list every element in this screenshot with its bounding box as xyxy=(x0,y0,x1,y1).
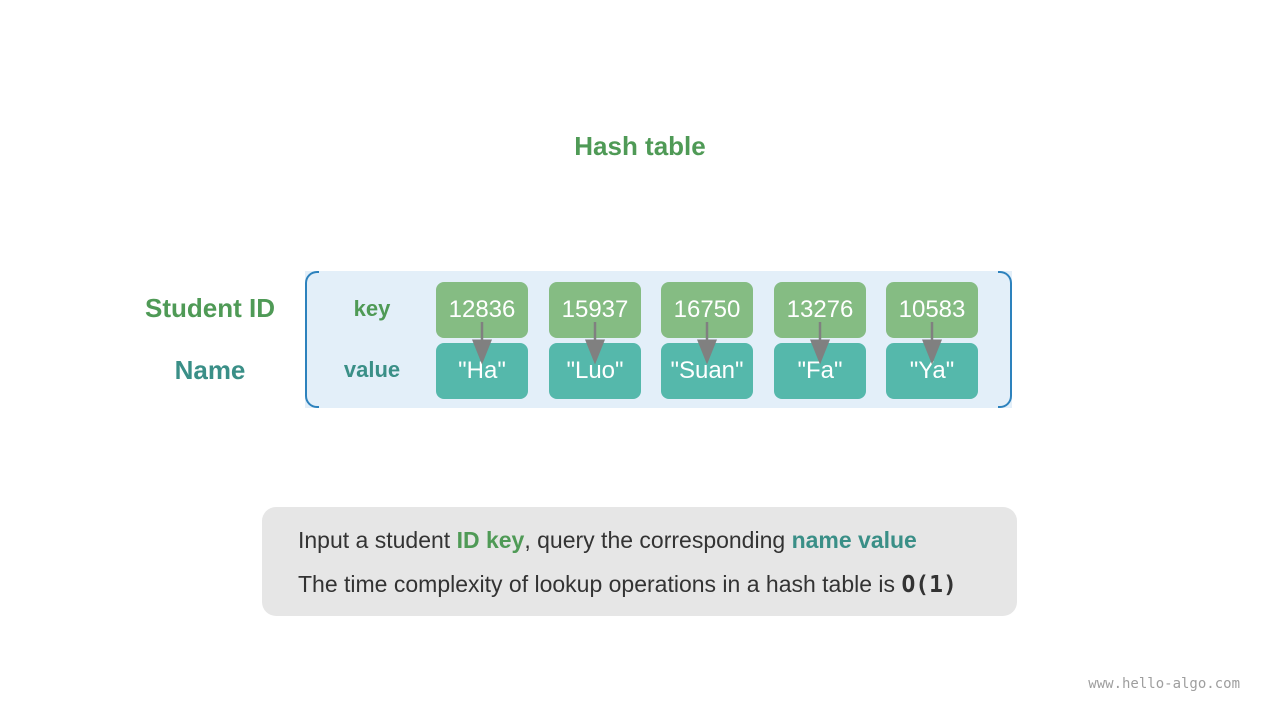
note-text: , query the corresponding xyxy=(524,527,792,553)
value-cell: "Ya" xyxy=(886,343,978,399)
note-id-key: ID key xyxy=(456,527,525,553)
value-cell: "Suan" xyxy=(661,343,753,399)
watermark: www.hello-algo.com xyxy=(1088,676,1240,692)
note-text: The time complexity of lookup operations… xyxy=(298,571,902,597)
note-line-query: Input a student ID key, query the corres… xyxy=(298,525,917,555)
value-cell: "Fa" xyxy=(774,343,866,399)
note-name-value: name value xyxy=(791,527,917,553)
diagram-title: Hash table xyxy=(574,131,706,161)
value-cell: "Ha" xyxy=(436,343,528,399)
key-cell: 10583 xyxy=(886,282,978,338)
note-text: Input a student xyxy=(298,527,457,553)
key-cell: 13276 xyxy=(774,282,866,338)
note-line-complexity: The time complexity of lookup operations… xyxy=(298,569,957,600)
note-box xyxy=(262,507,1017,616)
key-cell: 16750 xyxy=(661,282,753,338)
value-row-label: value xyxy=(343,357,401,382)
student-id-label: Student ID xyxy=(145,293,275,323)
value-cell: "Luo" xyxy=(549,343,641,399)
left-bracket xyxy=(305,271,319,408)
key-cell: 12836 xyxy=(436,282,528,338)
key-row-label: key xyxy=(353,296,391,321)
key-cell: 15937 xyxy=(549,282,641,338)
name-label: Name xyxy=(174,355,246,385)
note-complexity: O(1) xyxy=(901,572,957,598)
right-bracket xyxy=(998,271,1012,408)
